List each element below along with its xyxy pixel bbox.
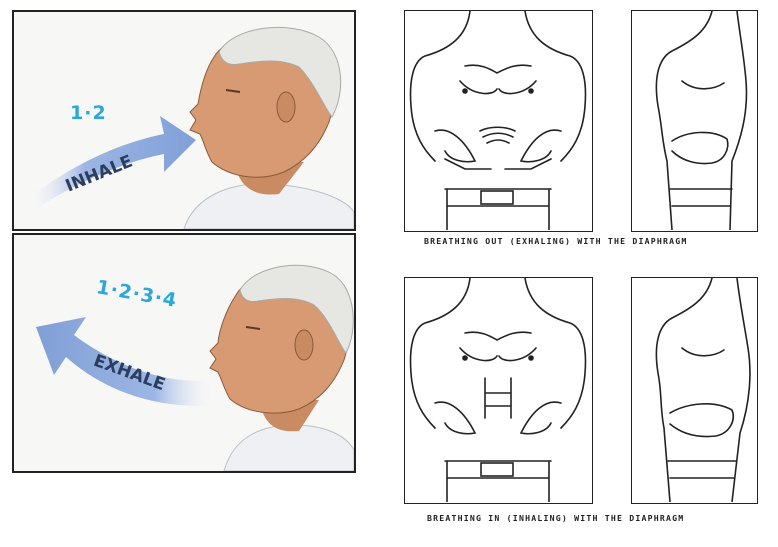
exhale-illustration — [14, 235, 354, 471]
torso-side — [632, 11, 756, 230]
inhale-illustration — [14, 12, 354, 229]
caption-exhaling: BREATHING OUT (EXHALING) WITH THE DIAPHR… — [424, 236, 688, 246]
caption-inhaling: BREATHING IN (INHALING) WITH THE DIAPHRA… — [427, 513, 684, 523]
exhale-panel: 1·2·3·4 EXHALE — [12, 233, 356, 473]
torso-front-inhaling-panel — [404, 277, 593, 504]
torso-side — [632, 278, 756, 502]
torso-front — [405, 278, 591, 502]
inhale-panel: 1·2 INHALE — [12, 10, 356, 231]
torso-front — [405, 11, 591, 230]
inhale-count: 1·2 — [70, 102, 107, 124]
torso-front-exhaling-panel — [404, 10, 593, 232]
torso-side-exhaling-panel — [631, 10, 758, 232]
torso-side-inhaling-panel — [631, 277, 758, 504]
